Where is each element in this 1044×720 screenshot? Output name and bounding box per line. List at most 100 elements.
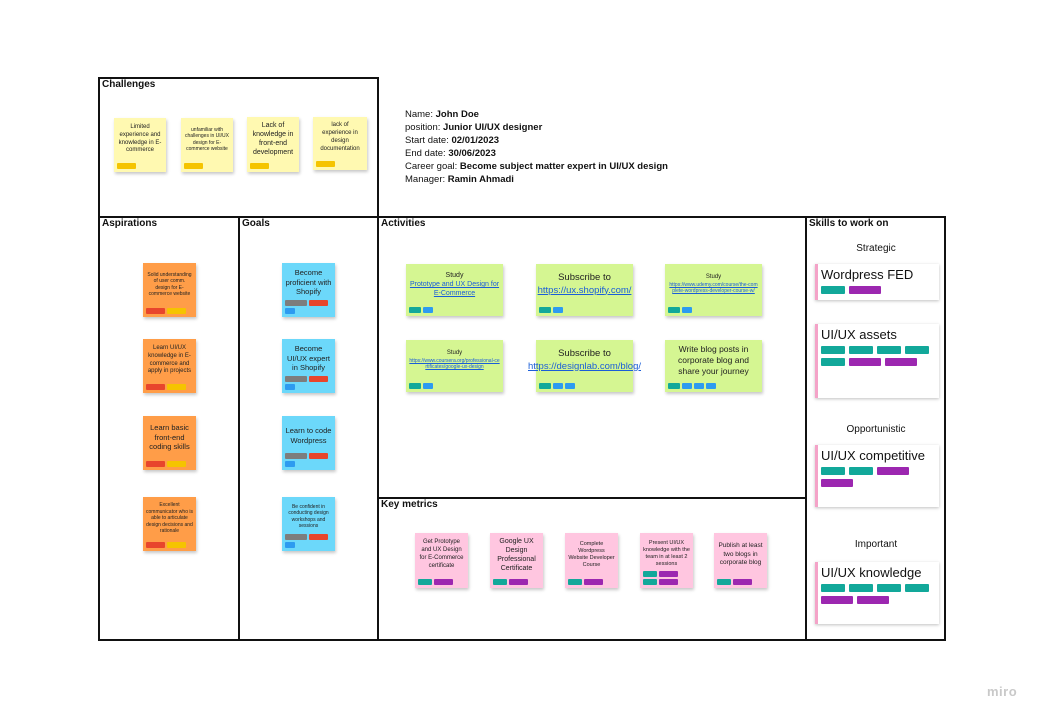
note-text: Get Prototype and UX Design for E-Commer… <box>419 539 464 569</box>
activity-link[interactable]: https://ux.shopify.com/ <box>537 284 632 296</box>
goals-frame[interactable]: Goals <box>238 216 379 641</box>
note-pre: Subscribe to <box>558 348 611 360</box>
activity-note-6[interactable]: Write blog posts in corporate blog and s… <box>665 340 762 392</box>
tag-yellow <box>117 163 136 169</box>
tag-yellow <box>167 542 186 548</box>
tag-blue <box>553 307 563 313</box>
goal-note-4[interactable]: Be confident in conducting design worksh… <box>282 497 335 551</box>
tag-teal <box>409 307 421 313</box>
metric-note-5[interactable]: Publish at least two blogs in corporate … <box>714 533 767 588</box>
note-text: Become UI/UX expert in Shopify <box>287 343 330 373</box>
start-label: Start date: <box>405 135 449 146</box>
challenge-note-3[interactable]: Lack of knowledge in front-end developme… <box>247 117 299 172</box>
skills-title: Skills to work on <box>809 218 889 229</box>
challenge-note-4[interactable]: lack of experience in design documentati… <box>313 117 367 170</box>
activity-note-1[interactable]: Study Prototype and UX Design for E-Comm… <box>406 264 503 316</box>
activity-link[interactable]: Prototype and UX Design for E-Commerce <box>409 280 500 298</box>
activity-note-5[interactable]: Subscribe to https://designlab.com/blog/ <box>528 340 641 392</box>
skill-text: Wordpress FED <box>821 267 914 282</box>
tag-blue <box>423 383 433 389</box>
tag-blue <box>285 461 295 467</box>
note-text: Excellent communicator who is able to ar… <box>146 502 193 535</box>
position-value: Junior UI/UX designer <box>443 122 543 133</box>
activity-note-2[interactable]: Subscribe to https://ux.shopify.com/ <box>536 264 633 316</box>
tag-blue <box>694 383 704 389</box>
challenge-note-1[interactable]: Limited experience and knowledge in E-co… <box>114 118 166 172</box>
tag-red <box>309 300 328 306</box>
aspiration-note-3[interactable]: Learn basic front-end coding skills <box>143 416 196 470</box>
tag-teal <box>539 307 551 313</box>
metric-note-4[interactable]: Present UI/UX knowledge with the team in… <box>640 533 693 588</box>
activities-title: Activities <box>381 218 426 229</box>
tag-purple <box>584 579 603 585</box>
tag-teal <box>821 358 845 366</box>
activity-note-3[interactable]: Study https://www.udemy.com/course/the-c… <box>665 264 762 316</box>
position-label: position: <box>405 122 441 133</box>
manager-value: Ramin Ahmadi <box>447 174 514 185</box>
tag-teal <box>849 467 873 475</box>
skill-card-uiux-assets[interactable]: UI/UX assets <box>815 324 939 398</box>
skill-text: UI/UX competitive <box>821 448 926 463</box>
skill-card-wordpress-fed[interactable]: Wordpress FED <box>815 264 939 300</box>
tag-purple <box>659 579 678 585</box>
goal-value: Become subject matter expert in UI/UX de… <box>459 161 668 172</box>
aspiration-note-4[interactable]: Excellent communicator who is able to ar… <box>143 497 196 551</box>
end-label: End date: <box>405 148 446 159</box>
challenge-note-2[interactable]: unfamiliar with challenges in UI/UX desi… <box>181 118 233 172</box>
activity-link[interactable]: https://designlab.com/blog/ <box>528 360 642 372</box>
tag-blue <box>565 383 575 389</box>
tag-blue <box>423 307 433 313</box>
important-label: Important <box>854 539 898 550</box>
name-value: John Doe <box>435 109 479 120</box>
tag-teal <box>643 579 657 585</box>
note-text: Learn to code Wordpress <box>285 425 332 445</box>
goal-note-1[interactable]: Become proficient with Shopify <box>282 263 335 317</box>
tag-yellow <box>184 163 203 169</box>
manager-label: Manager: <box>405 174 446 185</box>
skill-card-uiux-competitive[interactable]: UI/UX competitive <box>815 445 939 507</box>
activity-link[interactable]: https://www.udemy.com/course/the-complet… <box>669 281 758 295</box>
note-pre: Study <box>445 271 464 279</box>
note-text: Solid understanding of user comm. design… <box>147 271 192 298</box>
aspiration-note-1[interactable]: Solid understanding of user comm. design… <box>143 263 196 317</box>
skill-card-uiux-knowledge[interactable]: UI/UX knowledge <box>815 562 939 624</box>
note-text: Lack of knowledge in front-end developme… <box>252 121 294 157</box>
goal-label: Career goal: <box>405 161 458 172</box>
tag-gray <box>285 300 307 306</box>
tag-blue <box>706 383 716 389</box>
goal-note-3[interactable]: Learn to code Wordpress <box>282 416 335 470</box>
metric-note-2[interactable]: Google UX Design Professional Certificat… <box>490 533 543 588</box>
activity-note-4[interactable]: Study https://www.coursera.org/professio… <box>406 340 503 392</box>
tag-purple <box>821 479 853 487</box>
tag-teal <box>668 307 680 313</box>
aspiration-note-2[interactable]: Learn UI/UX knowledge in E-commerce and … <box>143 339 196 393</box>
tag-teal <box>849 584 873 592</box>
profile-info: Name: John Doe position: Junior UI/UX de… <box>405 108 668 186</box>
tag-teal <box>668 383 680 389</box>
tag-blue <box>285 384 295 390</box>
tag-blue <box>682 383 692 389</box>
tag-gray <box>285 453 307 459</box>
activity-link[interactable]: https://www.coursera.org/professional-ce… <box>409 357 500 371</box>
note-text: Learn basic front-end coding skills <box>149 422 190 452</box>
metric-note-1[interactable]: Get Prototype and UX Design for E-Commer… <box>415 533 468 588</box>
metric-note-3[interactable]: Complete Wordpress Website Developer Cou… <box>565 533 618 588</box>
tag-teal <box>821 286 845 294</box>
tag-red <box>146 308 165 314</box>
tag-teal <box>568 579 582 585</box>
note-text: Present UI/UX knowledge with the team in… <box>643 539 690 568</box>
note-pre: Study <box>705 274 722 281</box>
tag-teal <box>409 383 421 389</box>
goal-note-2[interactable]: Become UI/UX expert in Shopify <box>282 339 335 393</box>
miro-logo: miro <box>987 684 1018 699</box>
tag-red <box>309 534 328 540</box>
note-pre: Subscribe to <box>558 272 611 284</box>
tag-red <box>146 542 165 548</box>
tag-purple <box>885 358 917 366</box>
tag-yellow <box>316 161 335 167</box>
tag-yellow <box>167 461 186 467</box>
tag-purple <box>509 579 528 585</box>
tag-teal <box>905 346 929 354</box>
note-text: Google UX Design Professional Certificat… <box>497 537 536 573</box>
tag-teal <box>493 579 507 585</box>
